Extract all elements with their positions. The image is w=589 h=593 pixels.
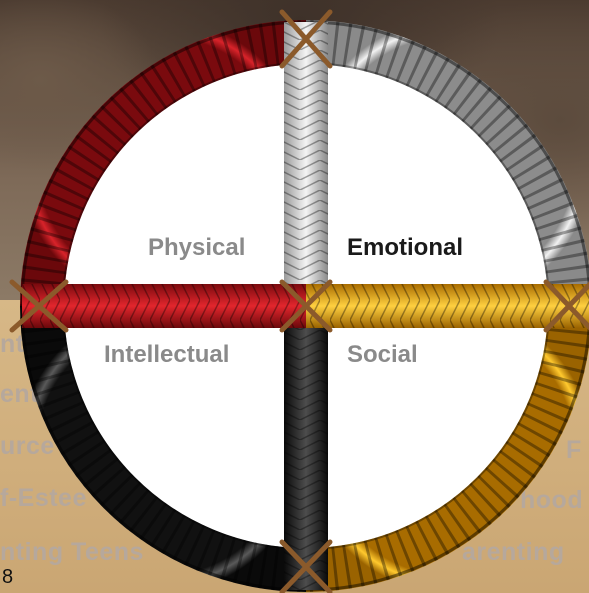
rim-red (20, 20, 306, 306)
bg-text-3: urce (0, 432, 55, 460)
rim-yellow (306, 306, 589, 592)
label-physical: Physical (148, 234, 246, 261)
page-number: 8 (2, 566, 14, 588)
bg-text-5: nting Teens (0, 538, 144, 566)
bg-text-7: hood (520, 486, 584, 514)
bg-text-8: arenting (462, 538, 565, 566)
rim-white (306, 20, 589, 306)
bg-text-1: nt (0, 330, 25, 358)
label-intellectual: Intellectual (104, 341, 230, 368)
label-emotional: Emotional (347, 234, 464, 261)
bg-text-4: f-Estee (0, 484, 87, 512)
label-social: Social (347, 341, 418, 368)
bg-text-6: F (566, 436, 582, 464)
rim-black (20, 306, 306, 592)
